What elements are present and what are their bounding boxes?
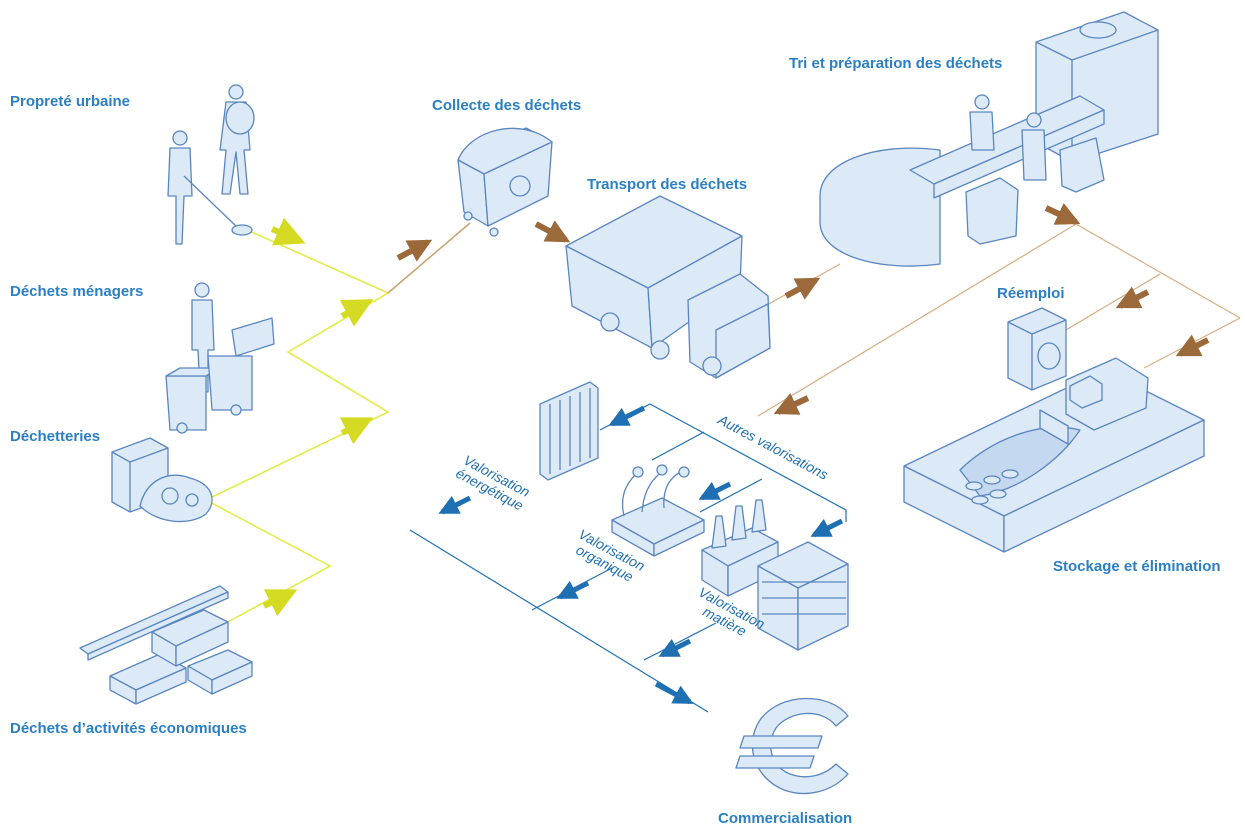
bottles-paper-icon [701,499,849,651]
arrow-out-tri [1044,203,1081,225]
label-dechets-menagers: Déchets ménagers [10,283,144,300]
arrow-to-commercialisation [654,681,694,705]
label-dechetteries: Déchetteries [10,428,101,445]
household-bins-icon [165,282,275,434]
source-arrows [262,217,374,617]
recycling-center-icon [111,437,213,523]
arrow-energetique-out [438,495,472,515]
source-flow-lines [204,222,471,623]
valorisation-arrows [438,405,844,705]
label-proprete-urbaine: Propreté urbaine [10,93,131,110]
label-reemploi: Réemploi [997,285,1065,302]
arrow-to-collecte [396,239,433,262]
arrow-to-matiere [810,518,844,538]
street-sweeper-icon [167,84,255,245]
arrow-to-stockage [1175,334,1210,357]
arrow-to-reemploi [1115,286,1150,309]
process-lines [757,223,1241,417]
landfill-bulldozer-icon [903,357,1205,553]
washing-machine-icon [1007,307,1067,391]
arrow-matiere-out [658,638,692,658]
process-arrows [396,203,1210,415]
label-stockage: Stockage et élimination [1053,558,1221,575]
arrow-to-transport [534,220,571,243]
garbage-truck-icon [565,195,771,379]
label-commercialisation: Commercialisation [718,810,853,827]
label-tri: Tri et préparation des déchets [789,55,1003,72]
arrow-dechetteries [339,417,374,445]
arrow-organique-out [556,580,590,600]
sorting-line-icon [819,11,1159,267]
waste-container-icon [457,127,553,237]
arrow-to-energetique [608,405,646,427]
arrow-to-valorisation [773,393,810,415]
plants-icon [611,464,705,557]
arrow-proprete [270,217,306,246]
arrow-to-tri [784,277,821,300]
construction-materials-icon [79,585,253,705]
euro-icon [735,697,849,795]
arrow-to-organique [698,481,732,501]
label-dechets-activites: Déchets d’activités économiques [10,720,247,737]
arrow-activites [262,589,298,617]
label-collecte: Collecte des déchets [432,97,582,114]
label-transport: Transport des déchets [587,176,748,193]
radiator-icon [539,381,599,481]
arrow-menagers [339,299,374,327]
